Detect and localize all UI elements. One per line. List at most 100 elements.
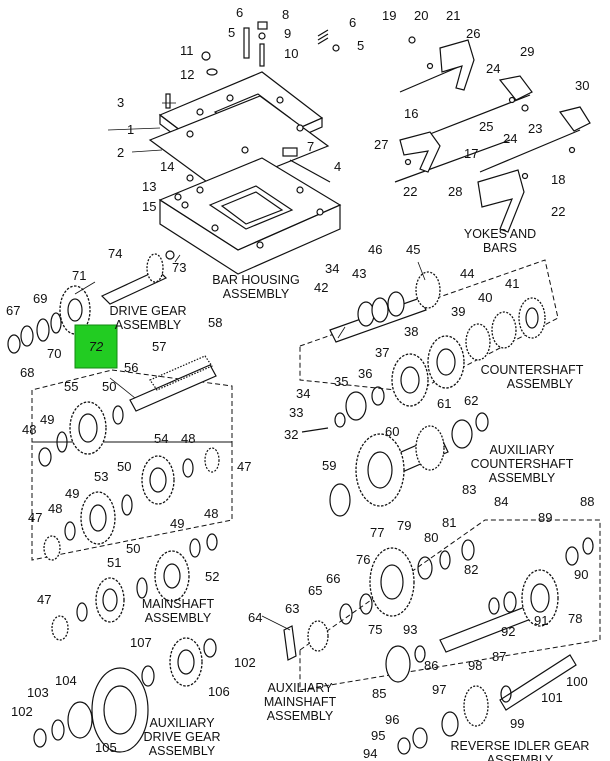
callout: 45 bbox=[406, 242, 420, 257]
callout: 60 bbox=[385, 424, 399, 439]
callout: 35 bbox=[334, 374, 348, 389]
callout: 43 bbox=[352, 266, 366, 281]
callout: 105 bbox=[95, 740, 117, 755]
callout: 55 bbox=[64, 379, 78, 394]
callout: 69 bbox=[33, 291, 47, 306]
callout: 38 bbox=[404, 324, 418, 339]
callout: 48 bbox=[181, 431, 195, 446]
aux-drive-gear-assembly bbox=[33, 637, 217, 753]
title-yokes-bars: BARS bbox=[483, 241, 517, 255]
title-aux-drive-gear: DRIVE GEAR bbox=[143, 730, 220, 744]
callout: 40 bbox=[478, 290, 492, 305]
callout: 22 bbox=[551, 204, 565, 219]
gear-98 bbox=[463, 685, 489, 727]
callout: 16 bbox=[404, 106, 418, 121]
highlight-callout-72[interactable]: 72 bbox=[74, 324, 118, 369]
block-29 bbox=[498, 75, 533, 101]
yoke-26 bbox=[439, 39, 475, 91]
callout: 93 bbox=[403, 622, 417, 637]
title-reverse-idler: ASSEMBLY bbox=[487, 753, 554, 761]
callout: 12 bbox=[180, 67, 194, 82]
title-countershaft: COUNTERSHAFT bbox=[481, 363, 584, 377]
callout: 50 bbox=[102, 379, 116, 394]
reverse-idler-assembly bbox=[397, 654, 577, 755]
callout: 44 bbox=[460, 266, 474, 281]
callout: 3 bbox=[117, 95, 124, 110]
title-aux-countershaft: COUNTERSHAFT bbox=[471, 457, 574, 471]
callout: 8 bbox=[282, 7, 289, 22]
title-bar-housing: ASSEMBLY bbox=[223, 287, 290, 301]
callout: 17 bbox=[464, 146, 478, 161]
callout: 89 bbox=[538, 510, 552, 525]
callout: 6 bbox=[349, 15, 356, 30]
callout: 53 bbox=[94, 469, 108, 484]
callout-numbers: 6 8 5 9 10 11 12 3 1 2 14 13 15 7 4 6 5 … bbox=[6, 5, 594, 761]
callout: 20 bbox=[414, 8, 428, 23]
callout: 52 bbox=[205, 569, 219, 584]
title-mainshaft: ASSEMBLY bbox=[145, 611, 212, 625]
callout: 92 bbox=[501, 624, 515, 639]
callout: 102 bbox=[234, 655, 256, 670]
gasket bbox=[148, 95, 330, 191]
callout: 76 bbox=[356, 552, 370, 567]
callout: 82 bbox=[464, 562, 478, 577]
title-drive-gear: ASSEMBLY bbox=[115, 318, 182, 332]
callout: 96 bbox=[385, 712, 399, 727]
callout: 5 bbox=[228, 25, 235, 40]
callout: 18 bbox=[551, 172, 565, 187]
title-aux-drive-gear: AUXILIARY bbox=[149, 716, 215, 730]
callout: 88 bbox=[580, 494, 594, 509]
callout: 50 bbox=[126, 541, 140, 556]
callout: 14 bbox=[160, 159, 174, 174]
callout: 47 bbox=[37, 592, 51, 607]
title-bar-housing: BAR HOUSING bbox=[212, 273, 300, 287]
callout: 29 bbox=[520, 44, 534, 59]
bearing-cover-105 bbox=[91, 667, 149, 753]
callout: 102 bbox=[11, 704, 33, 719]
callout: 24 bbox=[503, 131, 517, 146]
callout: 103 bbox=[27, 685, 49, 700]
callout: 91 bbox=[534, 613, 548, 628]
highlight-label: 72 bbox=[89, 339, 104, 354]
title-aux-mainshaft: AUXILIARY bbox=[267, 681, 333, 695]
callout: 48 bbox=[204, 506, 218, 521]
callout: 7 bbox=[307, 139, 314, 154]
callout: 64 bbox=[248, 610, 262, 625]
callout: 62 bbox=[464, 393, 478, 408]
callout: 34 bbox=[325, 261, 339, 276]
callout: 23 bbox=[528, 121, 542, 136]
callout: 10 bbox=[284, 46, 298, 61]
callout: 66 bbox=[326, 571, 340, 586]
callout: 49 bbox=[65, 486, 79, 501]
callout: 27 bbox=[374, 137, 388, 152]
callout: 90 bbox=[574, 567, 588, 582]
callout: 4 bbox=[334, 159, 341, 174]
callout: 74 bbox=[108, 246, 122, 261]
callout: 48 bbox=[48, 501, 62, 516]
callout: 57 bbox=[152, 339, 166, 354]
callout: 32 bbox=[284, 427, 298, 442]
callout: 24 bbox=[486, 61, 500, 76]
callout: 101 bbox=[541, 690, 563, 705]
title-yokes-bars: YOKES AND bbox=[464, 227, 536, 241]
callout: 81 bbox=[442, 515, 456, 530]
title-aux-mainshaft: MAINSHAFT bbox=[264, 695, 337, 709]
callout: 83 bbox=[462, 482, 476, 497]
spring bbox=[317, 29, 329, 45]
callout: 98 bbox=[468, 658, 482, 673]
callout: 63 bbox=[285, 601, 299, 616]
callout: 106 bbox=[208, 684, 230, 699]
mainshaft bbox=[129, 364, 217, 412]
callout: 95 bbox=[371, 728, 385, 743]
callout: 99 bbox=[510, 716, 524, 731]
callout: 84 bbox=[494, 494, 508, 509]
callout: 47 bbox=[28, 510, 42, 525]
highlight-box[interactable] bbox=[74, 324, 118, 369]
callout: 67 bbox=[6, 303, 20, 318]
callout: 15 bbox=[142, 199, 156, 214]
callout: 87 bbox=[492, 649, 506, 664]
callout: 19 bbox=[382, 8, 396, 23]
assembly-titles: BAR HOUSING ASSEMBLY DRIVE GEAR ASSEMBLY… bbox=[109, 227, 589, 761]
callout: 50 bbox=[117, 459, 131, 474]
yokes-and-bars bbox=[394, 36, 591, 233]
